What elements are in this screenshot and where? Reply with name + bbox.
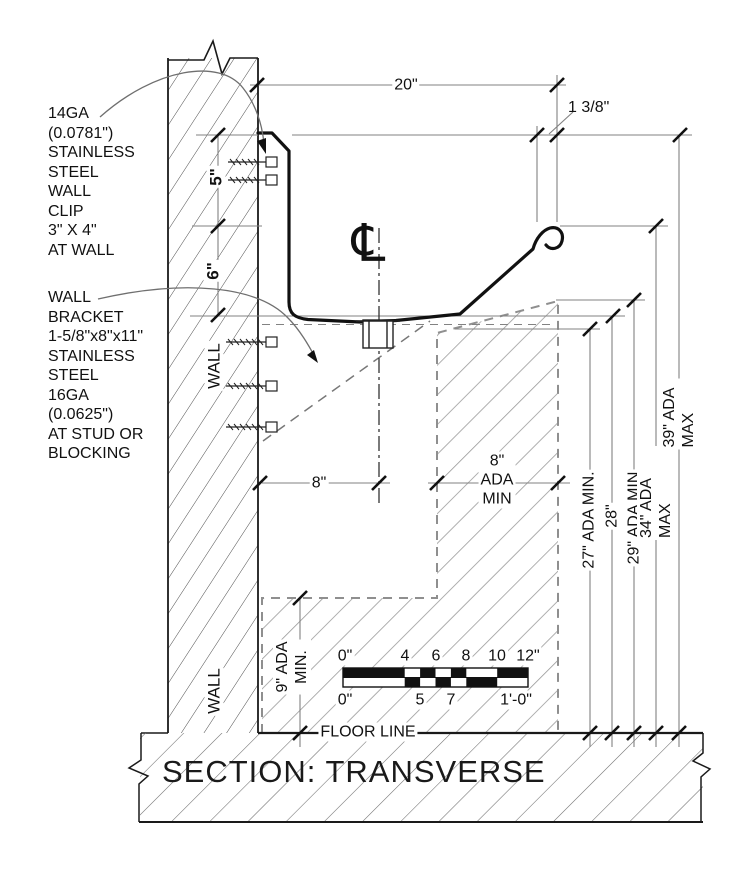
- clip-screw: [228, 156, 278, 168]
- scale-top-4: 4: [398, 646, 412, 666]
- drawing-title: SECTION: TRANSVERSE: [162, 754, 546, 789]
- wall-label-lower: WALL: [204, 666, 224, 716]
- scale-bottom-12: 1'-0": [498, 690, 534, 710]
- wall-section: [141, 38, 259, 734]
- scale-top-6: 6: [429, 646, 443, 666]
- wall-label-upper: WALL: [204, 341, 224, 391]
- dim-lip-offset: 1 3/8": [568, 99, 610, 116]
- dim-drain-offset: 8": [309, 473, 329, 493]
- bracket-screw: [226, 336, 278, 348]
- wall-fasteners: [226, 156, 278, 433]
- floor-section: [127, 733, 712, 823]
- bracket-screw: [226, 421, 278, 433]
- dim-ada-34: 34" ADA MAX: [637, 446, 675, 540]
- bracket-screw: [226, 380, 278, 392]
- scale-bottom-5: 5: [413, 690, 427, 710]
- dimension-ticks: [210, 77, 688, 741]
- dim-ada-27: 27" ADA MIN.: [579, 469, 599, 571]
- dimension-lines: [190, 75, 692, 747]
- callout-wall-clip: 14GA (0.0781") STAINLESS STEEL WALL CLIP…: [48, 105, 135, 259]
- floor-line-label: FLOOR LINE: [318, 722, 418, 742]
- wall-bracket-dashed-line: [262, 320, 431, 442]
- scale-bottom-7: 7: [444, 690, 458, 710]
- dim-toe-clearance: 9" ADA MIN.: [273, 639, 311, 695]
- dim-ada-28: 28": [602, 502, 622, 530]
- wall-break-symbol: [168, 38, 258, 77]
- scale-bottom-0: 0": [335, 690, 355, 710]
- dim-apron-height: 6": [203, 260, 223, 282]
- dim-knee-clearance: 8" ADA MIN: [478, 451, 516, 509]
- centerline-symbol: ℄: [352, 215, 386, 273]
- callout-wall-bracket: WALL BRACKET 1-5/8"x8"x11" STAINLESS STE…: [48, 289, 144, 462]
- scale-top-8: 8: [459, 646, 473, 666]
- drain-fitting: [356, 319, 400, 349]
- dim-clip-height: 5": [206, 166, 226, 188]
- scale-top-0: 0": [335, 646, 355, 666]
- floor-break-left: [127, 733, 150, 822]
- floor-break-right: [691, 733, 712, 822]
- dim-ada-39: 39" ADA MAX: [660, 378, 698, 450]
- sink-profile: [256, 131, 565, 324]
- graphic-scale-bar: [342, 667, 529, 688]
- callout-leaders: [97, 70, 574, 363]
- ada-clearance-hatch-zone: [261, 299, 559, 733]
- clip-screw: [228, 174, 278, 186]
- scale-top-12: 12": [514, 646, 542, 666]
- scale-top-10: 10: [486, 646, 508, 666]
- dim-top-width: 20": [392, 75, 420, 95]
